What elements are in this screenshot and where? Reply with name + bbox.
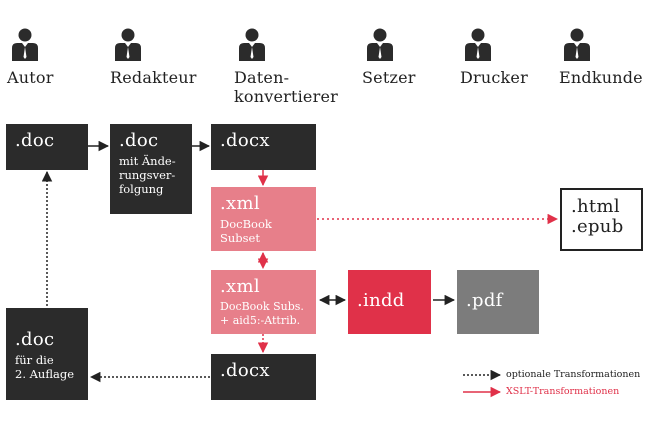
box-docx-bottom: .docx: [211, 354, 316, 400]
box-title: .indd: [357, 290, 405, 311]
box-doc-second-edition: .doc für die 2. Auflage: [6, 308, 88, 400]
person-icon: [12, 28, 38, 61]
box-doc-autor: .doc: [6, 124, 88, 170]
box-title: .pdf: [466, 290, 503, 311]
box-subtitle: für die 2. Auflage: [15, 353, 75, 381]
box-html-epub: .html .epub: [560, 188, 643, 251]
role-label: Daten- konvertierer: [234, 68, 338, 106]
box-title: .docx: [220, 130, 270, 151]
box-title: .xml: [220, 193, 260, 214]
box-title: .doc: [15, 329, 55, 350]
role-label: Drucker: [460, 68, 528, 87]
person-icon: [564, 28, 590, 61]
legend-optional: optionale Transformationen: [506, 369, 641, 380]
role-datenkonvertierer: Daten- konvertierer: [234, 28, 344, 106]
role-label: Endkunde: [559, 68, 643, 87]
person-icon: [465, 28, 491, 61]
box-doc-redakteur: .doc mit Ände- rungsver- folgung: [110, 124, 192, 214]
box-title: .docx: [220, 360, 270, 381]
box-subtitle: mit Ände- rungsver- folgung: [119, 154, 176, 196]
box-pdf: .pdf: [457, 270, 539, 334]
box-title: .xml: [220, 276, 260, 297]
box-title: .html .epub: [571, 196, 624, 237]
box-xml-aid: .xml DocBook Subs. + aid5:-Attrib.: [211, 270, 316, 334]
box-title: .doc: [119, 130, 159, 151]
box-docx-top: .docx: [211, 124, 316, 170]
person-icon: [367, 28, 393, 61]
box-subtitle: DocBook Subs. + aid5:-Attrib.: [220, 300, 304, 327]
role-setzer: Setzer: [362, 28, 482, 87]
box-subtitle: DocBook Subset: [220, 217, 272, 245]
legend-xslt: XSLT-Transformationen: [506, 386, 620, 397]
box-indd: .indd: [348, 270, 431, 334]
box-xml-docbook: .xml DocBook Subset: [211, 187, 316, 251]
person-icon: [115, 28, 141, 61]
role-autor: Autor: [7, 28, 127, 87]
role-label: Autor: [7, 68, 54, 87]
role-label: Setzer: [362, 68, 416, 87]
role-endkunde: Endkunde: [559, 28, 647, 87]
box-title: .doc: [15, 130, 55, 151]
person-icon: [239, 28, 265, 61]
role-drucker: Drucker: [460, 28, 580, 87]
role-label: Redakteur: [110, 68, 197, 87]
role-redakteur: Redakteur: [110, 28, 230, 87]
